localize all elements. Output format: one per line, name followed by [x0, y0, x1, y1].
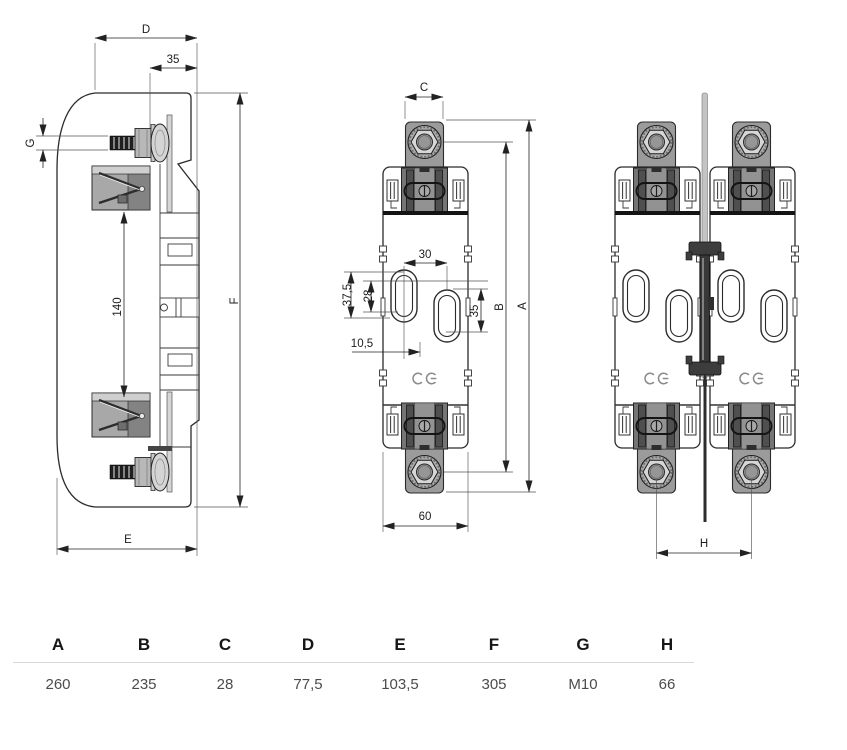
fuse-clip-bottom-side	[90, 391, 152, 439]
dim-label-h: H	[700, 538, 708, 550]
mounting-column-details	[159, 164, 200, 448]
table-value-c: 28	[216, 676, 234, 693]
dim-b: B	[444, 141, 513, 473]
dim-label-60: 60	[419, 511, 432, 523]
dim-60: 60	[382, 452, 469, 532]
terminal-strap-bottom	[166, 391, 173, 493]
dim-140: 140	[112, 211, 128, 398]
dim-label-d: D	[142, 24, 150, 36]
dim-label-b: B	[494, 303, 506, 311]
fuse-base-pole-left	[612, 122, 704, 493]
rod-clamp-top	[688, 241, 722, 256]
table-header-a: A	[51, 635, 65, 654]
table-header-f: F	[488, 635, 500, 654]
dim-label-g: G	[25, 138, 37, 147]
dim-label-28: 28	[363, 290, 375, 303]
dimension-table-header: A B C D E F G H	[13, 634, 694, 663]
dim-c: C	[404, 82, 444, 119]
table-value-g: M10	[568, 676, 598, 693]
dim-label-35-front: 35	[469, 305, 481, 318]
table-header-b: B	[137, 635, 151, 654]
operating-rod	[685, 92, 725, 522]
dim-label-35-top: 35	[167, 54, 180, 66]
dim-e: E	[56, 478, 198, 555]
dimension-table-values: 260 235 28 77,5 103,5 305 M10 66	[13, 663, 694, 693]
table-value-a: 260	[45, 676, 71, 693]
dim-f: F	[194, 92, 248, 508]
fuse-base-drawing: D 35 G 140 F E	[25, 24, 847, 559]
dim-label-30: 30	[419, 249, 432, 261]
dim-label-e: E	[124, 534, 132, 546]
dim-label-37-5: 37,5	[342, 284, 354, 306]
dim-label-a: A	[517, 302, 529, 310]
dim-h: H	[656, 480, 752, 559]
table-value-b: 235	[131, 676, 157, 693]
table-value-d: 77,5	[293, 676, 323, 693]
din-latch	[159, 297, 200, 318]
dim-label-140: 140	[112, 297, 124, 316]
table-value-f: 305	[481, 676, 507, 693]
dim-10-5: 10,5	[351, 338, 421, 357]
dim-a: A	[446, 119, 536, 493]
table-value-h: 66	[658, 676, 676, 693]
side-view: D 35 G 140 F E	[25, 24, 248, 556]
fuse-clip-top-side	[90, 164, 152, 212]
rod-clamp-bottom	[688, 361, 722, 376]
table-header-c: C	[218, 635, 232, 654]
table-header-g: G	[576, 635, 590, 654]
table-value-e: 103,5	[381, 676, 419, 693]
fuse-base-pole-right	[707, 122, 799, 493]
dim-28: 28	[363, 280, 488, 313]
dim-label-f: F	[229, 297, 241, 304]
dim-37-5: 37,5	[342, 271, 404, 319]
pair-view: H	[612, 92, 799, 559]
front-view: C A B 30 37,5 2	[342, 82, 536, 532]
table-header-e: E	[394, 635, 406, 654]
dim-label-10-5: 10,5	[351, 338, 373, 350]
dim-30: 30	[403, 249, 448, 359]
dim-35-top: 35	[149, 54, 198, 128]
dim-d: D	[94, 24, 198, 556]
dimension-table: A B C D E F G H 260 235 28 77,5 103,5 30…	[13, 634, 694, 693]
dim-g: G	[25, 118, 108, 168]
terminal-strap-top	[166, 114, 173, 213]
table-header-h: H	[660, 635, 674, 654]
terminal-foot	[148, 446, 172, 451]
dim-label-c: C	[420, 82, 428, 94]
fuse-base-pole	[380, 122, 472, 493]
dim-35-front: 35	[446, 288, 488, 333]
table-header-d: D	[301, 635, 315, 654]
